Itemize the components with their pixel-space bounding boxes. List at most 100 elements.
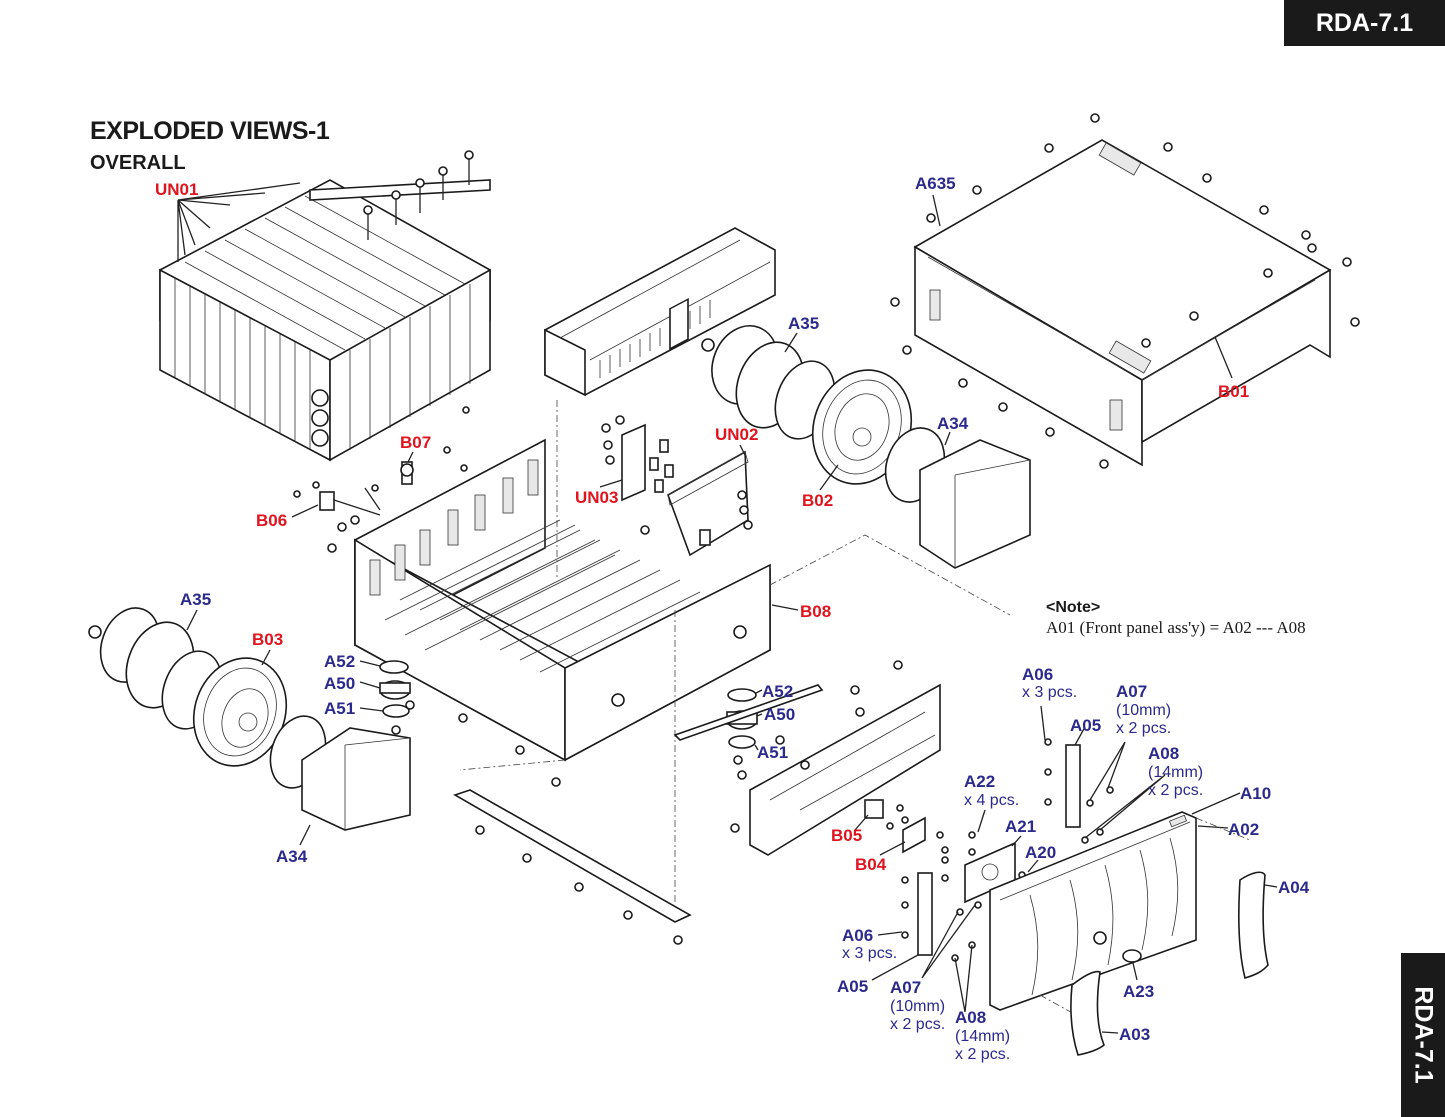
b05-b04-leaders — [854, 814, 906, 856]
label-a50-mid: A50 — [764, 705, 795, 724]
mid-foot-leaders — [754, 689, 763, 751]
label-a08-top: A08 — [1148, 744, 1179, 763]
a23-leader — [1132, 962, 1138, 981]
a34-right-leader — [944, 431, 951, 446]
un01-leader-lines — [177, 182, 301, 262]
label-a07-top-size: (10mm) — [1116, 702, 1171, 719]
a35-left-leader — [186, 609, 198, 631]
switch-parts — [864, 799, 949, 854]
label-b06: B06 — [256, 511, 287, 530]
chassis-guide-lines — [459, 534, 1011, 905]
b07-leader — [407, 451, 414, 463]
inner-cover — [544, 227, 776, 397]
bracket-bottom — [917, 872, 933, 956]
model-badge-text: RDA-7.1 — [1315, 8, 1414, 37]
label-a03: A03 — [1119, 1025, 1150, 1044]
label-un01: UN01 — [155, 180, 198, 199]
label-a22: A22 — [964, 772, 995, 791]
bottom-rail — [453, 713, 692, 945]
label-a10: A10 — [1240, 784, 1271, 803]
label-a23: A23 — [1123, 982, 1154, 1001]
front-bracket — [730, 660, 941, 856]
un03-leader — [599, 479, 623, 488]
label-a07-bot-qty: x 2 pcs. — [890, 1016, 945, 1033]
label-a22-qty: x 4 pcs. — [964, 792, 1019, 809]
label-a08-bot: A08 — [955, 1008, 986, 1027]
label-a06-top-qty: x 3 pcs. — [1022, 684, 1077, 701]
a635-leader — [932, 194, 941, 227]
side-model-badge: RDA-7.1 — [1401, 953, 1445, 1117]
label-a02: A02 — [1228, 820, 1259, 839]
label-a52-left: A52 — [324, 652, 355, 671]
label-b03: B03 — [252, 630, 283, 649]
label-a35-top: A35 — [788, 314, 819, 333]
power-inlet-parts — [293, 406, 470, 553]
label-a07-bot-size: (10mm) — [890, 998, 945, 1015]
a03-leader — [1101, 1031, 1119, 1034]
label-a34-right: A34 — [937, 414, 969, 433]
label-b02: B02 — [802, 491, 833, 510]
label-a51-mid: A51 — [757, 743, 788, 762]
un02-leader — [739, 444, 746, 456]
left-foot-leaders — [359, 660, 384, 712]
label-b05: B05 — [831, 826, 862, 845]
label-a21: A21 — [1005, 817, 1036, 836]
label-a50-left: A50 — [324, 674, 355, 693]
page-subtitle: OVERALL — [90, 152, 186, 174]
note-text: A01 (Front panel ass'y) = A02 --- A08 — [1046, 618, 1306, 637]
part-labels: UN01 A635 A35 B01 A34 B07 UN02 UN03 B02 … — [155, 174, 1310, 1063]
label-a35-left: A35 — [180, 590, 211, 609]
label-a04: A04 — [1278, 878, 1310, 897]
top-cover-screws — [890, 113, 1360, 469]
side-trim-right — [1238, 871, 1269, 980]
label-a06-bot: A06 — [842, 926, 873, 945]
front-panel — [989, 811, 1197, 1011]
label-a06-bot-qty: x 3 pcs. — [842, 945, 897, 962]
left-fan-assembly — [88, 607, 411, 831]
left-foot — [379, 660, 415, 735]
label-a07-top-qty: x 2 pcs. — [1116, 720, 1171, 737]
a20-a22-leaders — [977, 809, 1039, 873]
label-a05-bot: A05 — [837, 977, 868, 996]
top-cover — [913, 139, 1332, 467]
note-heading: <Note> — [1046, 599, 1101, 616]
b03-leader — [261, 649, 271, 666]
volume-knob — [1122, 949, 1142, 963]
label-un03: UN03 — [575, 488, 618, 507]
b01-leader — [1214, 336, 1233, 379]
label-b08: B08 — [800, 602, 831, 621]
page-title: EXPLODED VIEWS-1 — [90, 117, 330, 145]
label-b04: B04 — [855, 855, 887, 874]
circuit-boards — [601, 415, 753, 557]
front-panel-guide-lines — [1039, 817, 1251, 1021]
main-chassis — [354, 297, 771, 762]
heatsink-screws — [363, 150, 474, 240]
b08-leader — [771, 604, 799, 611]
label-a08-top-size: (14mm) — [1148, 764, 1203, 781]
label-a06-top: A06 — [1022, 665, 1053, 684]
label-b07: B07 — [400, 433, 431, 452]
bracket-top — [1065, 744, 1081, 828]
label-a635: A635 — [915, 174, 956, 193]
label-a08-bot-size: (14mm) — [955, 1028, 1010, 1045]
label-a08-top-qty: x 2 pcs. — [1148, 782, 1203, 799]
label-a51-left: A51 — [324, 699, 355, 718]
front-panel-leaders — [1191, 792, 1278, 888]
label-a34-left: A34 — [276, 847, 308, 866]
heatsink-assembly — [159, 179, 491, 462]
label-a52-mid: A52 — [762, 682, 793, 701]
b06-leader — [291, 504, 319, 518]
bracket-leaders — [871, 705, 1166, 1013]
side-trim-left — [1070, 970, 1105, 1056]
label-un02: UN02 — [715, 425, 758, 444]
label-a07-bot: A07 — [890, 978, 921, 997]
a34-left-leader — [299, 824, 311, 846]
a35-top-leader — [784, 332, 798, 353]
model-badge: RDA-7.1 — [1284, 0, 1445, 46]
label-a08-bot-qty: x 2 pcs. — [955, 1046, 1010, 1063]
label-a05-top: A05 — [1070, 716, 1101, 735]
right-fan-assembly — [701, 325, 1031, 569]
b02-leader — [819, 464, 839, 491]
mid-foot — [673, 684, 824, 780]
